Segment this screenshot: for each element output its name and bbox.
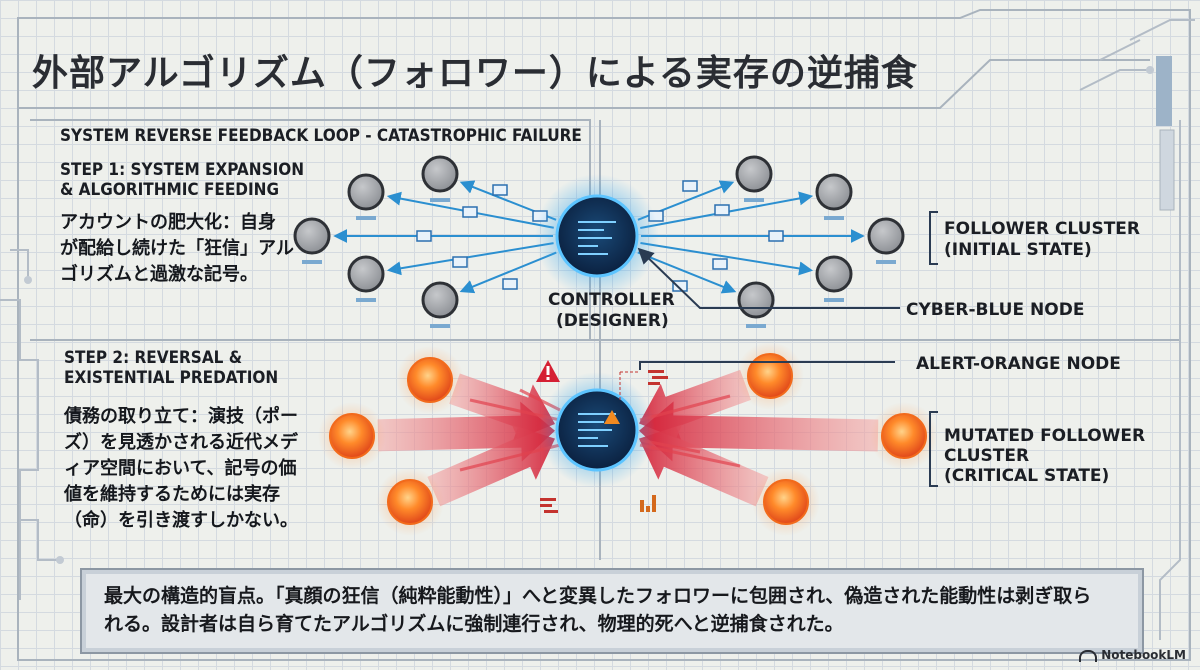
mutated-follower-node	[747, 353, 793, 399]
predation-arrows	[377, 369, 879, 507]
node-tag	[356, 216, 376, 220]
loop-heading: SYSTEM REVERSE FEEDBACK LOOP - CATASTROP…	[60, 126, 582, 146]
predation-arrow	[427, 424, 555, 507]
follower-node	[293, 217, 331, 255]
summary-text: 最大の構造的盲点。「真顔の狂信（純粋能動性）」へと変異したフォロワーに包囲され、…	[104, 582, 1091, 638]
mutated-follower-node	[763, 479, 809, 525]
mutated-cluster-label-line2: CLUSTER	[944, 446, 1030, 466]
frame-lines	[17, 9, 1191, 661]
step2-heading-line2: EXISTENTIAL PREDATION	[64, 368, 279, 388]
mutated-follower-node	[407, 357, 453, 403]
data-packet	[768, 230, 784, 242]
node-tag	[744, 198, 764, 202]
controller-label-line2: (DESIGNER)	[556, 311, 669, 331]
follower-node	[421, 281, 459, 319]
circuit-traces	[0, 19, 1195, 640]
step2-body-line1: 債務の取り立て：演技（ポー	[64, 406, 298, 427]
follower-node	[735, 155, 773, 193]
circuit-pads	[24, 56, 1175, 564]
summary-box: 最大の構造的盲点。「真顔の狂信（純粋能動性）」へと変異したフォロワーに包囲され、…	[80, 568, 1144, 654]
step1-heading-line1: STEP 1: SYSTEM EXPANSION	[60, 160, 305, 180]
step1-heading-line2: & ALGORITHMIC FEEDING	[60, 180, 280, 200]
data-packet	[416, 230, 432, 242]
predation-streak	[639, 443, 741, 468]
data-packet	[502, 278, 518, 290]
node-tag	[430, 198, 450, 202]
mutated-follower-node	[329, 413, 375, 459]
step2-body-line4: 値を維持するためには実存	[64, 484, 280, 505]
expansion-arrow	[640, 241, 814, 276]
cyber-blue-label: CYBER-BLUE NODE	[906, 300, 1085, 320]
predation-arrow	[639, 401, 879, 462]
page-title: 外部アルゴリズム（フォロワー）による実存の逆捕食	[32, 53, 918, 94]
notebook-icon	[1079, 649, 1098, 662]
step1-body-line3: ゴリズムと過激な記号。	[60, 264, 258, 285]
alert-glyphs	[540, 370, 668, 513]
controller-label-line1: CONTROLLER	[548, 290, 675, 310]
controller-node-predated	[539, 372, 655, 488]
step2-heading-line1: STEP 2: REVERSAL &	[64, 348, 243, 368]
alert-orange-label: ALERT-ORANGE NODE	[916, 354, 1121, 374]
brand-name: NotebookLM	[1101, 648, 1186, 662]
node-tag	[356, 298, 376, 302]
data-packet	[492, 184, 508, 196]
data-packet	[672, 280, 688, 292]
follower-cluster-label-line2: (INITIAL STATE)	[944, 240, 1092, 260]
follower-node	[421, 155, 459, 193]
predation-streak	[639, 394, 731, 422]
summary-line2: れる。設計者は自ら育てたアルゴリズムに強制連行され、物理的死へと逆捕食された。	[104, 613, 844, 635]
follower-node	[737, 281, 775, 319]
follower-node	[347, 173, 385, 211]
leader-lines	[637, 211, 938, 487]
node-tag	[746, 324, 766, 328]
mutated-follower-nodes	[318, 342, 938, 536]
expansion-arrow	[386, 242, 554, 276]
node-tag	[824, 298, 844, 302]
follower-nodes	[293, 155, 905, 328]
mutated-follower-node	[387, 479, 433, 525]
warning-icon	[536, 360, 560, 382]
step1-body-line1: アカウントの肥大化：自身	[60, 212, 276, 233]
node-tag	[876, 260, 896, 264]
step2-body-line3: ィア空間において、記号の価	[64, 458, 297, 479]
brand-logo: NotebookLM	[1079, 648, 1186, 662]
step2-body-line5: （命）を引き渡すしかない。	[64, 510, 298, 531]
node-tag	[824, 216, 844, 220]
step2-body-line2: ズ）を見透かされる近代メデ	[64, 432, 298, 453]
node-tag	[430, 324, 450, 328]
follower-node	[867, 217, 905, 255]
data-packet	[682, 180, 698, 192]
step1-body-line2: が配給し続けた「狂信」アル	[60, 238, 294, 259]
follower-node	[347, 255, 385, 293]
data-packet	[712, 258, 728, 270]
summary-line1: 最大の構造的盲点。「真顔の狂信（純粋能動性）」へと変異したフォロワーに包囲され、…	[104, 585, 1092, 607]
data-packet	[452, 256, 468, 268]
mutated-cluster-label-line3: (CRITICAL STATE)	[944, 466, 1110, 486]
data-packet	[714, 204, 730, 216]
data-packet	[462, 206, 478, 218]
mutated-cluster-label-line1: MUTATED FOLLOWER	[944, 426, 1146, 446]
follower-cluster-label-line1: FOLLOWER CLUSTER	[944, 219, 1140, 239]
follower-node	[815, 173, 853, 211]
follower-node	[815, 255, 853, 293]
controller-node	[535, 174, 659, 298]
node-tag	[302, 260, 322, 264]
mutated-follower-node	[881, 413, 927, 459]
